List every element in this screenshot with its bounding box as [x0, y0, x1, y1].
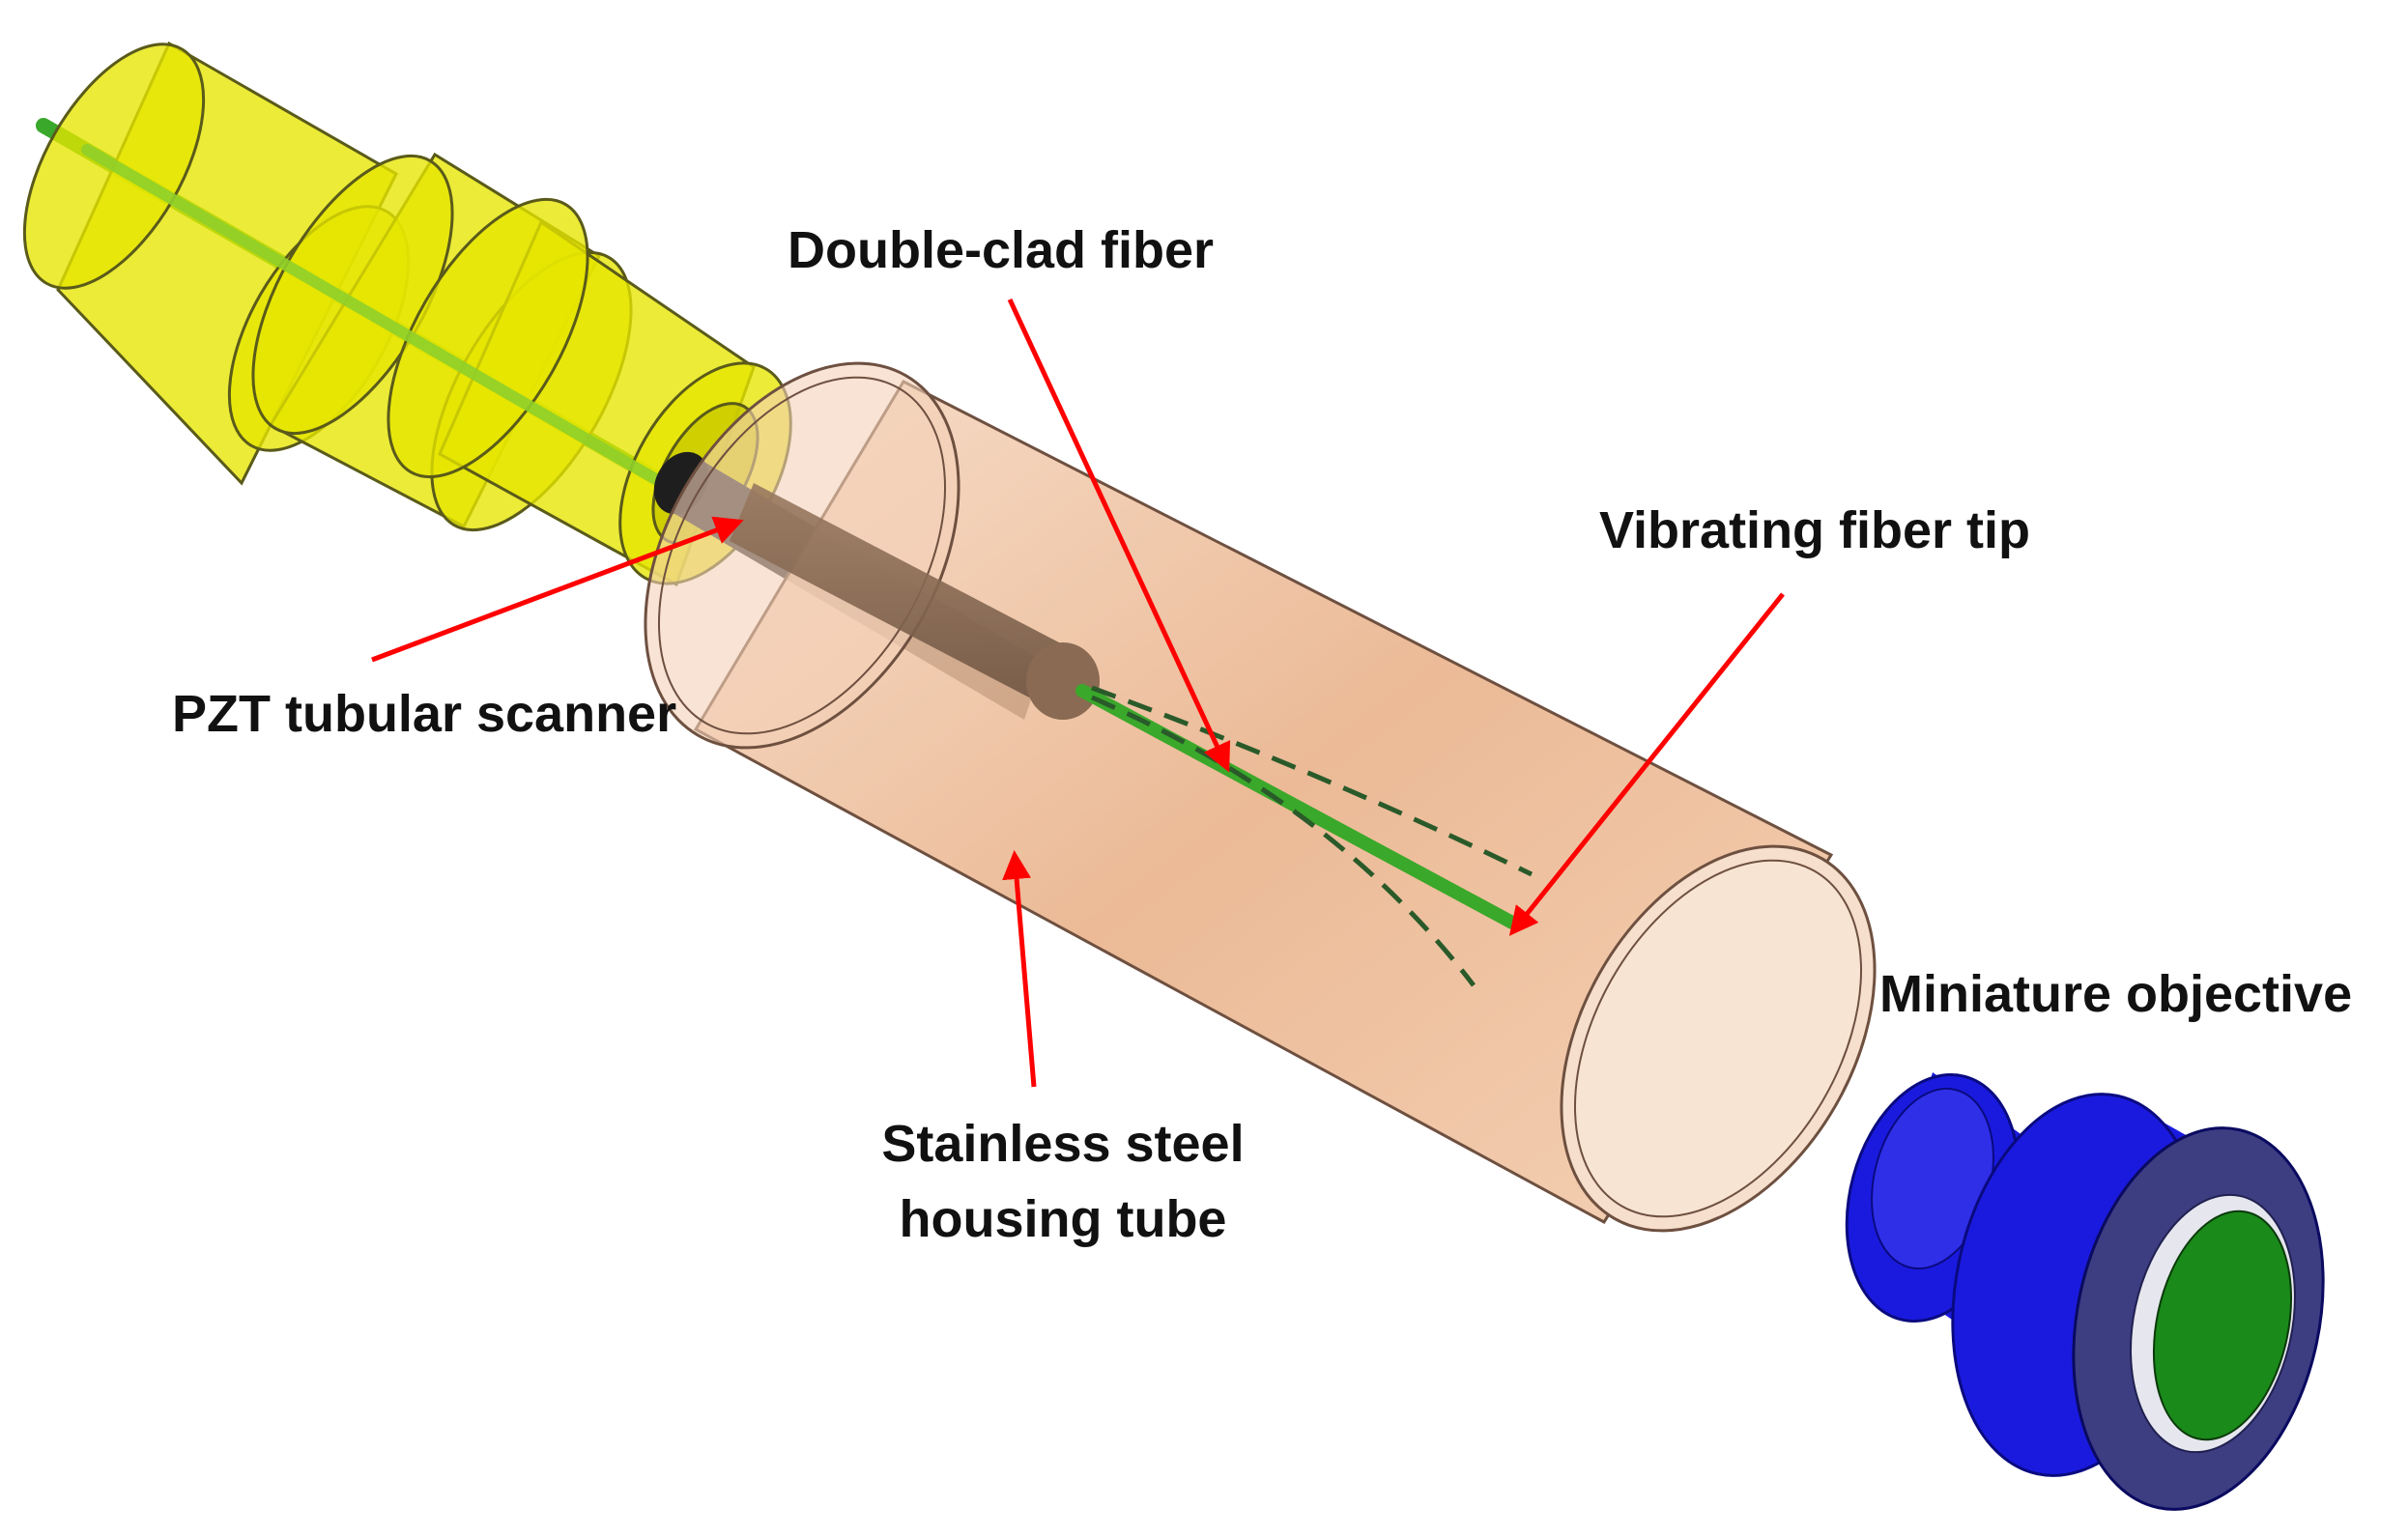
label-vibrating-fiber-tip: Vibrating fiber tip	[1599, 501, 2031, 559]
label-stainless-steel-line-2: housing tube	[899, 1190, 1227, 1248]
stainless-steel-housing-tube	[644, 361, 1877, 1233]
label-stainless-steel-housing-tube: Stainless steel housing tube	[870, 1106, 1256, 1257]
arrow-pzt-tubular-scanner	[371, 516, 744, 663]
arrow-stainless-steel-housing	[1002, 850, 1037, 1088]
scanner-probe	[730, 483, 1100, 720]
pointer-arrows	[371, 298, 1785, 1088]
miniature-objective	[1845, 1072, 2325, 1511]
label-pzt-tubular-scanner: PZT tubular scanner	[172, 685, 677, 743]
objective-lens	[2152, 1210, 2293, 1441]
label-miniature-objective: Miniature objective	[1879, 965, 2353, 1023]
double-clad-fiber	[1075, 684, 1534, 987]
vibration-envelope-upper	[1091, 685, 1534, 877]
label-double-clad-fiber: Double-clad fiber	[788, 221, 1215, 279]
vibration-envelope-lower	[1091, 695, 1476, 987]
arrow-vibrating-fiber-tip	[1508, 592, 1785, 936]
arrow-double-clad-fiber	[1007, 298, 1231, 773]
label-stainless-steel-line-1: Stainless steel	[881, 1115, 1245, 1173]
